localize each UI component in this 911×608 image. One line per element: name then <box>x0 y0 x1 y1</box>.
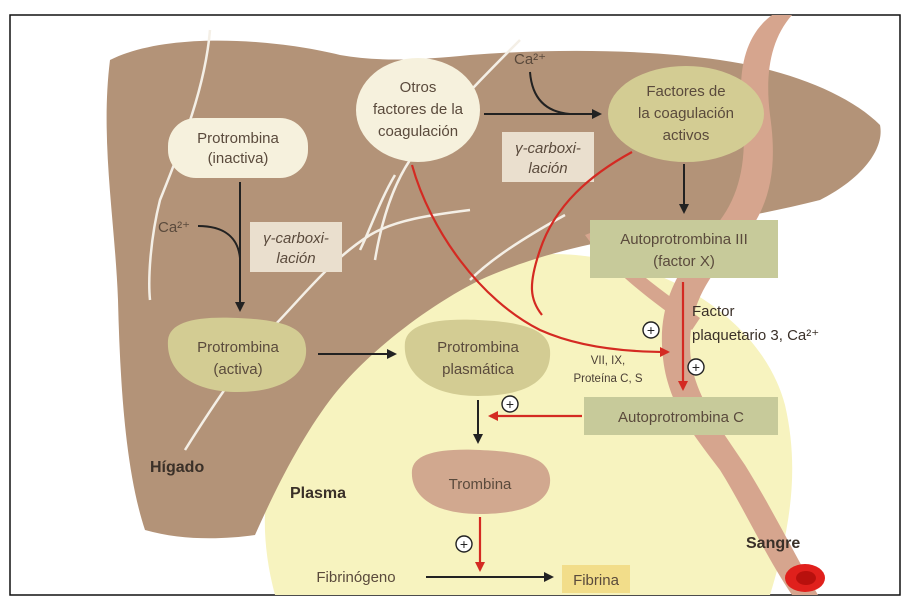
autoprothrombin-iii-line2: (factor X) <box>653 253 715 270</box>
svg-text:+: + <box>506 396 514 412</box>
platelet-factor-line1: Factor <box>692 303 735 320</box>
gamma-carboxylation-left-box: γ-carboxi- lación <box>250 222 342 272</box>
svg-text:+: + <box>647 322 655 338</box>
node-autoprothrombin-c: Autoprotrombina C <box>584 397 778 435</box>
fibrinogen-label: Fibrinógeno <box>316 569 395 586</box>
plasma-prothrombin-line1: Protrombina <box>437 339 519 356</box>
other-factors-line2: factores de la <box>373 101 464 118</box>
ca-ion-top: Ca²⁺ <box>514 51 546 68</box>
active-factors-line1: Factores de <box>646 83 725 100</box>
fibrin-label: Fibrina <box>573 572 620 589</box>
autoprothrombin-iii-line1: Autoprotrombina III <box>620 231 748 248</box>
node-prothrombin-inactive: Protrombina (inactiva) <box>168 118 308 178</box>
cofactors-line2: Proteína C, S <box>573 373 642 385</box>
node-fibrin: Fibrina <box>562 565 630 593</box>
gamma-carbox-left-line2: lación <box>276 250 315 267</box>
gamma-carbox-left-line1: γ-carboxi- <box>263 230 329 247</box>
ca-ion-left: Ca²⁺ <box>158 219 190 236</box>
prothrombin-active-line2: (activa) <box>213 361 262 378</box>
gamma-carboxylation-top-box: γ-carboxi- lación <box>502 132 594 182</box>
plasma-label: Plasma <box>290 485 346 502</box>
active-factors-line2: la coagulación <box>638 105 734 122</box>
other-factors-line3: coagulación <box>378 123 458 140</box>
autoprothrombin-c-label: Autoprotrombina C <box>618 409 744 426</box>
plasma-prothrombin-line2: plasmática <box>442 361 514 378</box>
svg-text:+: + <box>692 359 700 375</box>
svg-text:+: + <box>460 536 468 552</box>
gamma-carbox-top-line1: γ-carboxi- <box>515 140 581 157</box>
plus-sign-4: + <box>456 536 472 552</box>
node-other-factors: Otros factores de la coagulación <box>356 58 480 162</box>
other-factors-line1: Otros <box>400 79 437 96</box>
prothrombin-inactive-line2: (inactiva) <box>208 150 269 167</box>
plus-sign-3: + <box>502 396 518 412</box>
active-factors-line3: activos <box>663 127 710 144</box>
cofactors-line1: VII, IX, <box>591 355 626 367</box>
plus-sign-1: + <box>643 322 659 338</box>
node-thrombin: Trombina <box>412 450 550 514</box>
prothrombin-inactive-line1: Protrombina <box>197 130 279 147</box>
node-autoprothrombin-iii: Autoprotrombina III (factor X) <box>590 220 778 278</box>
thrombin-label: Trombina <box>449 476 512 493</box>
platelet-factor-line2: plaquetario 3, Ca²⁺ <box>692 327 819 344</box>
blood-label: Sangre <box>746 535 800 552</box>
plus-sign-2: + <box>688 359 704 375</box>
liver-label: Hígado <box>150 459 204 476</box>
gamma-carbox-top-line2: lación <box>528 160 567 177</box>
prothrombin-active-line1: Protrombina <box>197 339 279 356</box>
blood-cell <box>785 564 825 592</box>
node-active-factors: Factores de la coagulación activos <box>608 66 764 162</box>
